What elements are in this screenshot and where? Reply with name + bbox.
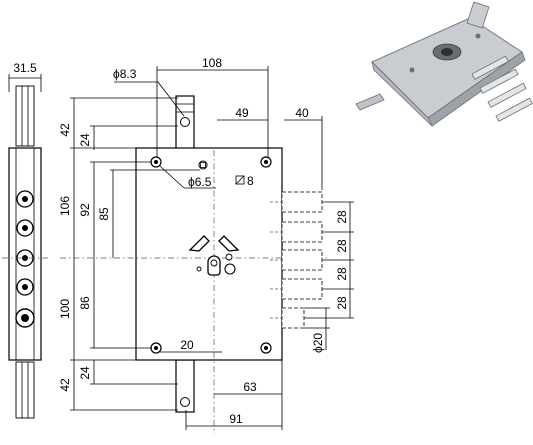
cylinder-cutout bbox=[188, 235, 240, 276]
label-pin-diameter: ϕ6.5 bbox=[188, 175, 212, 189]
label-height-85: 85 bbox=[97, 207, 111, 221]
mounting-holes bbox=[150, 156, 272, 354]
label-top-offset-24: 24 bbox=[78, 133, 92, 147]
label-height-86: 86 bbox=[78, 296, 92, 310]
lock-case-plate bbox=[135, 147, 283, 361]
deadbolts bbox=[270, 191, 323, 329]
side-view: 31.5 bbox=[2, 61, 48, 419]
label-height-92: 92 bbox=[78, 203, 92, 217]
label-bolt-pitch-2: 28 bbox=[335, 239, 349, 253]
lock-product-photo bbox=[355, 1, 533, 127]
label-bolt-projection: 40 bbox=[295, 106, 309, 120]
label-bottom-20: 20 bbox=[180, 338, 194, 352]
label-hole-diameter: ϕ8.3 bbox=[113, 67, 137, 81]
label-bolt-diameter: ϕ20 bbox=[311, 333, 325, 353]
label-width-total: 108 bbox=[202, 56, 222, 70]
label-bolt-pitch-3: 28 bbox=[335, 267, 349, 281]
front-view bbox=[60, 95, 330, 434]
label-bottom-91: 91 bbox=[229, 412, 243, 426]
label-front-thickness: 31.5 bbox=[13, 61, 37, 75]
label-bolt-pitch-4: 28 bbox=[335, 296, 349, 310]
label-backset: 49 bbox=[235, 106, 249, 120]
label-bottom-offset-42: 42 bbox=[58, 378, 72, 392]
label-height-upper: 106 bbox=[58, 196, 72, 216]
label-height-lower: 100 bbox=[58, 299, 72, 319]
label-top-offset-42: 42 bbox=[58, 123, 72, 137]
label-bottom-63: 63 bbox=[243, 380, 257, 394]
label-bolt-pitch-1: 28 bbox=[335, 210, 349, 224]
label-square-hole: 8 bbox=[247, 174, 254, 188]
dimension-lines: 108 ϕ8.3 49 40 42 24 106 92 85 ϕ6.5 bbox=[58, 56, 354, 430]
label-bottom-offset-24: 24 bbox=[78, 366, 92, 380]
